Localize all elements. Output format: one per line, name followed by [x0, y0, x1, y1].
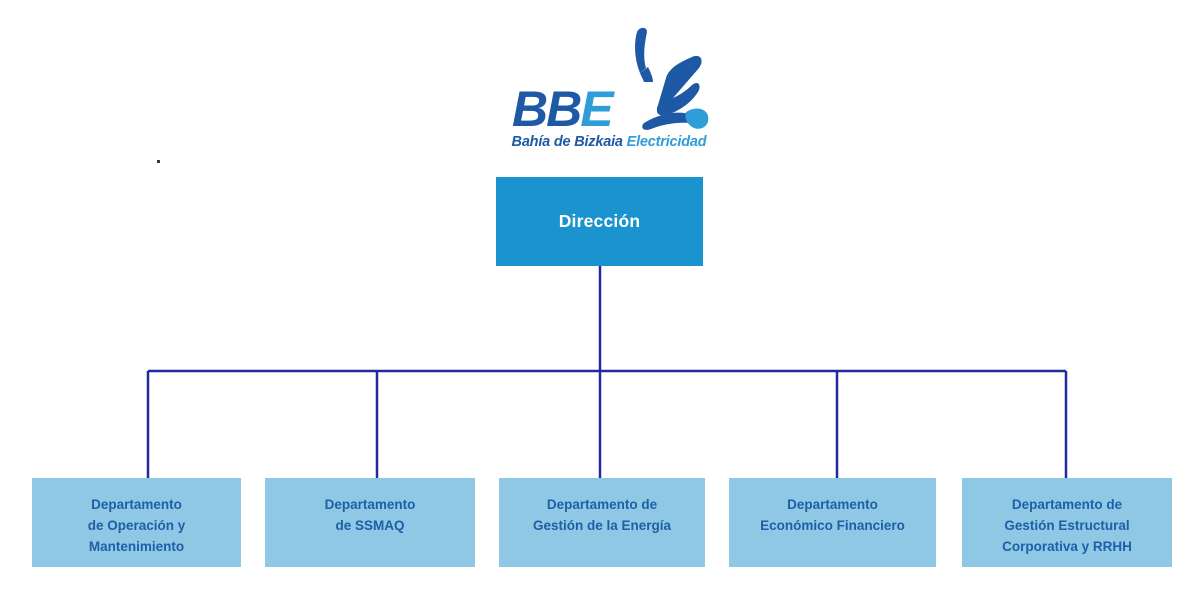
logo-swoosh-icon [635, 27, 709, 130]
org-node-label: Departamento de SSMAQ [324, 497, 416, 533]
logo-tagline-accent: Electricidad [622, 134, 707, 150]
org-node-gestion-estructural-rrhh: Departamento de Gestión Estructural Corp… [962, 478, 1172, 567]
org-node-label: Departamento Económico Financiero [760, 497, 905, 533]
org-node-label: Departamento de Gestión Estructural Corp… [1002, 497, 1132, 554]
bbe-logo-wordmark: BBE [512, 81, 614, 137]
org-node-gestion-energia: Departamento de Gestión de la Energía [499, 478, 705, 567]
org-node-direccion: Dirección [496, 177, 703, 266]
logo-tagline: Bahía de Bizkaia Electricidad [504, 134, 714, 150]
logo-wordmark-primary: BB [512, 81, 582, 137]
org-node-label: Departamento de Gestión de la Energía [532, 497, 672, 533]
logo-tagline-primary: Bahía de Bizkaia [511, 134, 623, 150]
org-node-ssmaq: Departamento de SSMAQ [265, 478, 475, 567]
logo-wordmark-accent: E [580, 81, 613, 137]
org-node-label: Departamento de Operación y Mantenimient… [87, 497, 186, 554]
org-node-label: Dirección [558, 211, 641, 231]
org-node-operacion-mantenimiento: Departamento de Operación y Mantenimient… [32, 478, 241, 567]
org-node-economico-financiero: Departamento Económico Financiero [729, 478, 936, 567]
stray-dot-artifact [157, 160, 160, 163]
